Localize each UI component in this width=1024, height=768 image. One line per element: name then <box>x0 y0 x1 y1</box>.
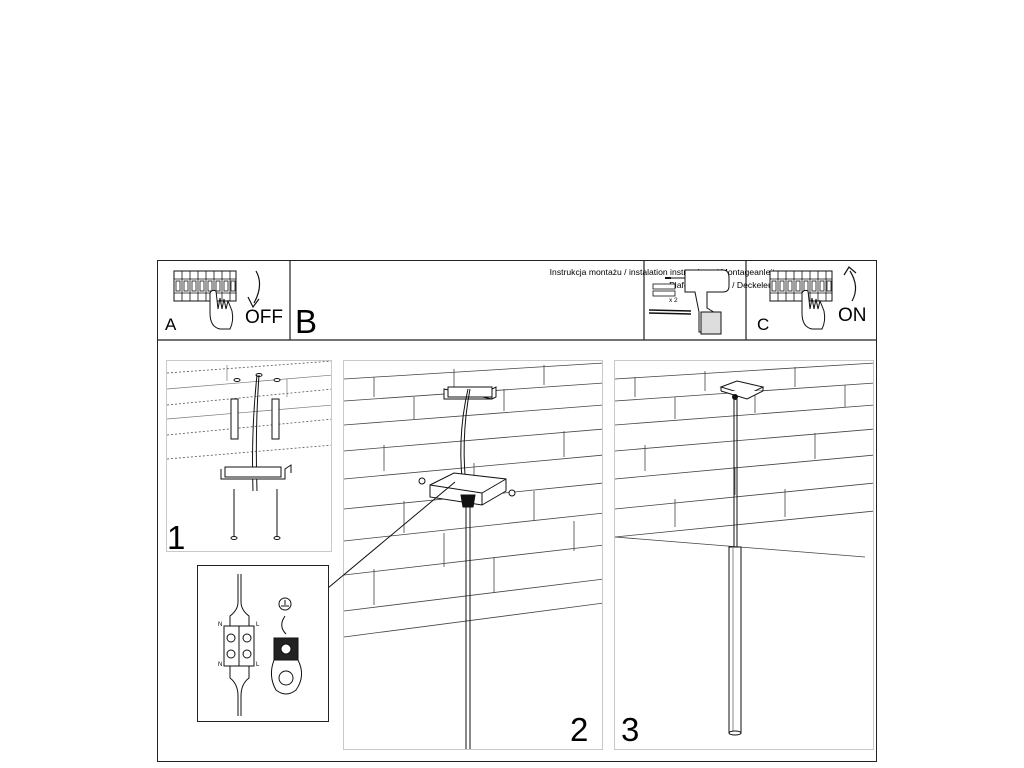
wire-label-l-bottom: L <box>256 662 260 668</box>
ceiling-planks-perspective <box>615 362 873 736</box>
step-a-letter: A <box>165 315 177 334</box>
wire-label-n-bottom: N <box>218 662 223 668</box>
instruction-sheet <box>157 260 877 762</box>
drill-icon <box>648 269 730 335</box>
breaker-panel-off-icon <box>173 270 261 330</box>
step-c-on-label: ON <box>838 305 867 326</box>
step-3-panel: 3 <box>614 360 874 750</box>
ceiling-planks <box>167 361 331 540</box>
step-2-number: 2 <box>570 711 589 748</box>
step-3-number: 3 <box>621 711 640 748</box>
step-1-number: 1 <box>167 519 186 552</box>
wiring-detail-panel: N L N L <box>197 565 329 722</box>
ceiling-planks-perspective <box>344 362 602 749</box>
wire-label-n-top: N <box>218 622 223 628</box>
step-c-letter: C <box>757 315 770 334</box>
terminal-block-diagram <box>223 574 302 716</box>
dowel-quantity: x 2 <box>669 297 678 304</box>
step-2-panel: 2 <box>343 360 603 750</box>
step-1-panel: 1 <box>166 360 332 552</box>
step-a-off-label: OFF <box>245 307 283 328</box>
title-line-1: Instrukcja montażu / instalation instruc… <box>549 267 789 277</box>
step-b-letter: B <box>295 303 318 340</box>
breaker-panel-on-icon <box>769 266 857 330</box>
wire-label-l-top: L <box>256 622 260 628</box>
